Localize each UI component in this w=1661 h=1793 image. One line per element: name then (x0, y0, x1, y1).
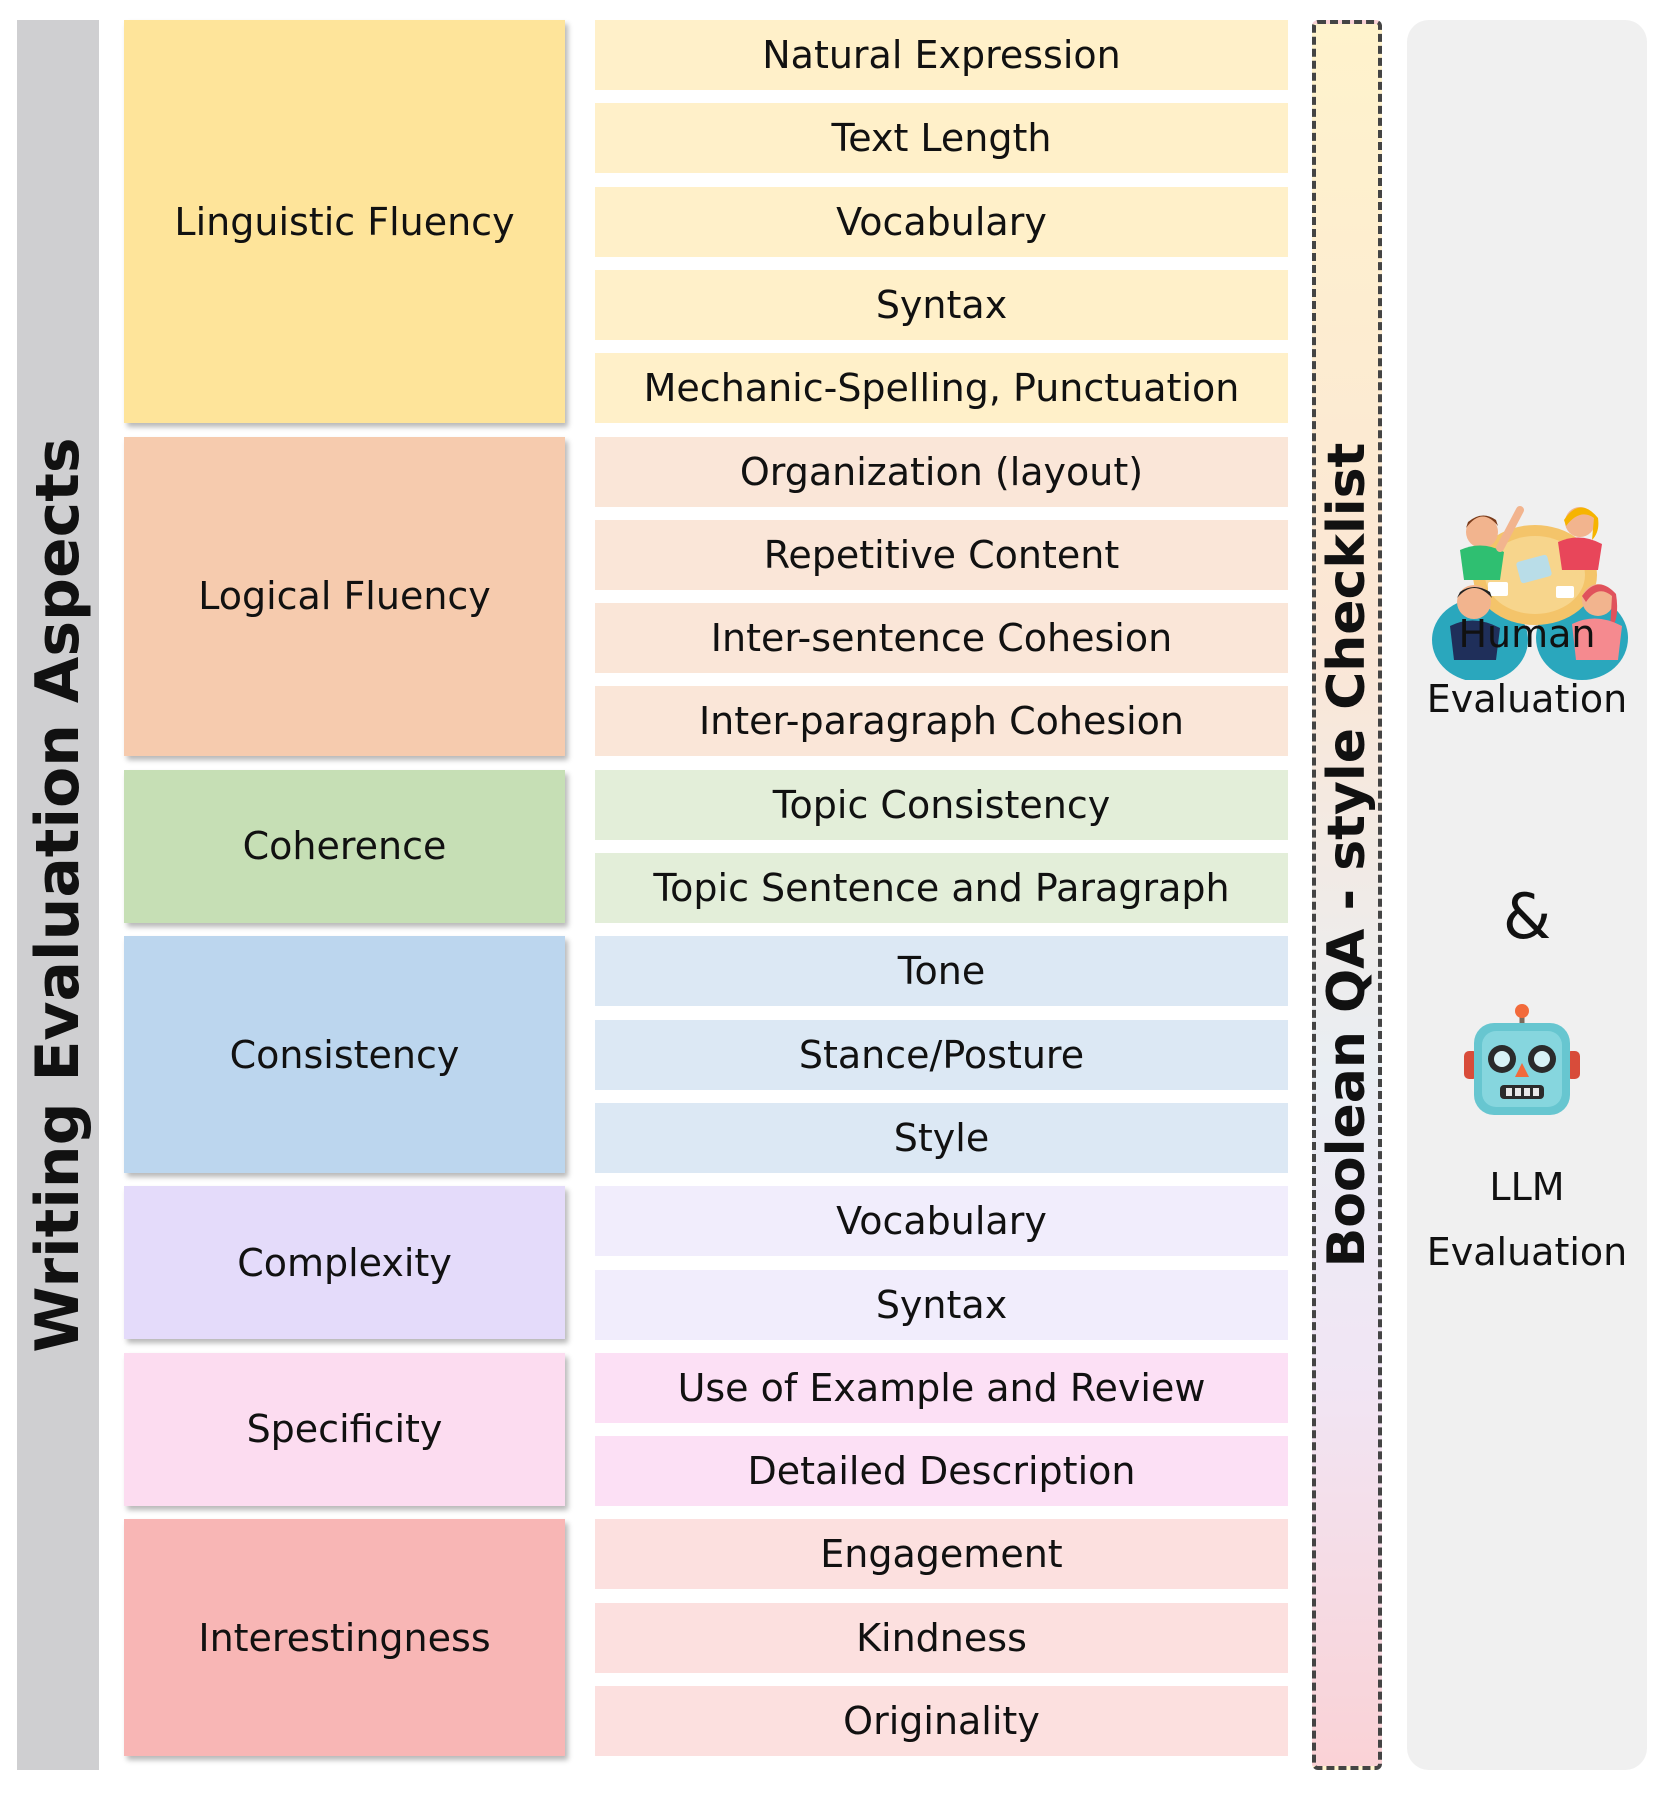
criterion-item: Text Length (595, 103, 1288, 174)
criterion-item: Use of Example and Review (595, 1352, 1288, 1423)
category-box: Complexity (124, 1186, 565, 1340)
criterion-item: Inter-paragraph Cohesion (595, 686, 1288, 757)
criterion-item: Kindness (595, 1602, 1288, 1673)
criterion-item: Engagement (595, 1519, 1288, 1590)
criterion-item: Mechanic-Spelling, Punctuation (595, 353, 1288, 424)
ampersand: & (1502, 880, 1552, 953)
criterion-item: Detailed Description (595, 1436, 1288, 1507)
criterion-item: Stance/Posture (595, 1019, 1288, 1090)
criterion-item: Repetitive Content (595, 519, 1288, 590)
category-box: Specificity (124, 1352, 565, 1507)
criterion-item: Topic Consistency (595, 769, 1288, 840)
llm-evaluation-label-2: Evaluation (1426, 1230, 1628, 1274)
criterion-item: Vocabulary (595, 186, 1288, 257)
criterion-item: Natural Expression (595, 20, 1288, 90)
criterion-item: Topic Sentence and Paragraph (595, 853, 1288, 923)
evaluation-panel (1407, 20, 1647, 1770)
human-evaluation-label-2: Evaluation (1426, 677, 1628, 721)
side-title: Writing Evaluation Aspects (23, 437, 93, 1353)
category-box: Coherence (124, 769, 565, 923)
criterion-item: Organization (layout) (595, 436, 1288, 507)
checklist-title: Boolean QA - style Checklist (1317, 442, 1377, 1268)
team-meeting-icon (1432, 506, 1628, 680)
criterion-item: Vocabulary (595, 1186, 1288, 1257)
criterion-item: Syntax (595, 269, 1288, 340)
checklist-box (1312, 20, 1382, 1770)
side-bar (17, 20, 99, 1770)
criterion-item: Originality (595, 1686, 1288, 1756)
criterion-item: Inter-sentence Cohesion (595, 603, 1288, 674)
criterion-item: Tone (595, 936, 1288, 1007)
criterion-item: Style (595, 1102, 1288, 1173)
human-evaluation-label-1: Human (1458, 612, 1596, 656)
robot-icon (1464, 1004, 1580, 1115)
criterion-item: Syntax (595, 1269, 1288, 1340)
category-box: Consistency (124, 936, 565, 1173)
category-box: Linguistic Fluency (124, 20, 565, 424)
llm-evaluation-label-1: LLM (1489, 1165, 1565, 1209)
category-box: Logical Fluency (124, 436, 565, 757)
category-box: Interestingness (124, 1519, 565, 1756)
